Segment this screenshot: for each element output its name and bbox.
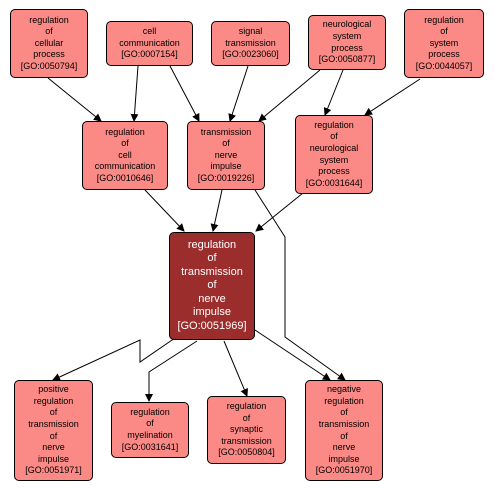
go-node-regulation-of-system-process[interactable]: regulation of system process [GO:0044057… xyxy=(404,9,484,78)
go-node-cell-communication[interactable]: cell communication [GO:0007154] xyxy=(106,21,193,66)
go-node-negative-regulation-of-transmission-of-nerve-impulse[interactable]: negative regulation of transmission of n… xyxy=(305,380,383,481)
node-label: signal transmission [GO:0023060] xyxy=(222,26,279,60)
go-node-regulation-of-cellular-process[interactable]: regulation of cellular process [GO:00507… xyxy=(10,9,88,78)
node-label: cell communication [GO:0007154] xyxy=(119,26,180,60)
edge-n4-n7 xyxy=(258,69,321,122)
edge-n6-n9 xyxy=(144,189,185,232)
edge-n7-n13 xyxy=(254,189,346,381)
go-node-positive-regulation-of-transmission-of-nerve-impulse[interactable]: positive regulation of transmission of n… xyxy=(14,380,93,481)
node-label: regulation of cellular process [GO:00507… xyxy=(20,14,78,71)
edge-n9-n13 xyxy=(254,329,331,381)
edge-n4-n8 xyxy=(323,69,344,116)
node-label: transmission of nerve impulse [GO:001922… xyxy=(197,126,255,183)
node-label: positive regulation of transmission of n… xyxy=(25,384,82,476)
node-label: regulation of transmission of nerve impu… xyxy=(177,238,247,332)
node-label: regulation of cell communication [GO:001… xyxy=(94,126,156,183)
edge-n8-n9 xyxy=(255,192,304,232)
go-node-regulation-of-neurological-system-process[interactable]: regulation of neurological system proces… xyxy=(295,115,373,194)
edge-n9-n10 xyxy=(52,337,176,381)
edge-n2-n6 xyxy=(130,65,139,122)
go-node-signal-transmission[interactable]: signal transmission [GO:0023060] xyxy=(211,21,290,66)
edge-n9-n12 xyxy=(223,340,248,397)
go-node-regulation-of-synaptic-transmission[interactable]: regulation of synaptic transmission [GO:… xyxy=(207,396,286,464)
edge-n1-n6 xyxy=(47,77,102,122)
node-label: regulation of system process [GO:0044057… xyxy=(415,14,473,71)
node-label: negative regulation of transmission of n… xyxy=(315,384,373,476)
edge-n7-n9 xyxy=(210,189,223,232)
edge-n3-n7 xyxy=(228,65,249,122)
edge-n9-n11 xyxy=(145,340,198,402)
node-label: regulation of neurological system proces… xyxy=(305,119,363,188)
edge-n5-n8 xyxy=(364,78,421,116)
node-label: regulation of synaptic transmission [GO:… xyxy=(218,401,275,458)
go-node-regulation-of-cell-communication[interactable]: regulation of cell communication [GO:001… xyxy=(82,121,168,190)
node-label: neurological system process [GO:0050877] xyxy=(318,19,376,65)
go-node-neurological-system-process[interactable]: neurological system process [GO:0050877] xyxy=(308,15,386,70)
edge-n2-n7 xyxy=(169,65,200,122)
node-label: regulation of myelination [GO:0031641] xyxy=(121,406,179,452)
go-node-regulation-of-myelination[interactable]: regulation of myelination [GO:0031641] xyxy=(111,402,189,458)
go-node-transmission-of-nerve-impulse[interactable]: transmission of nerve impulse [GO:001922… xyxy=(187,121,265,190)
go-node-regulation-of-transmission-of-nerve-impulse[interactable]: regulation of transmission of nerve impu… xyxy=(169,232,255,340)
